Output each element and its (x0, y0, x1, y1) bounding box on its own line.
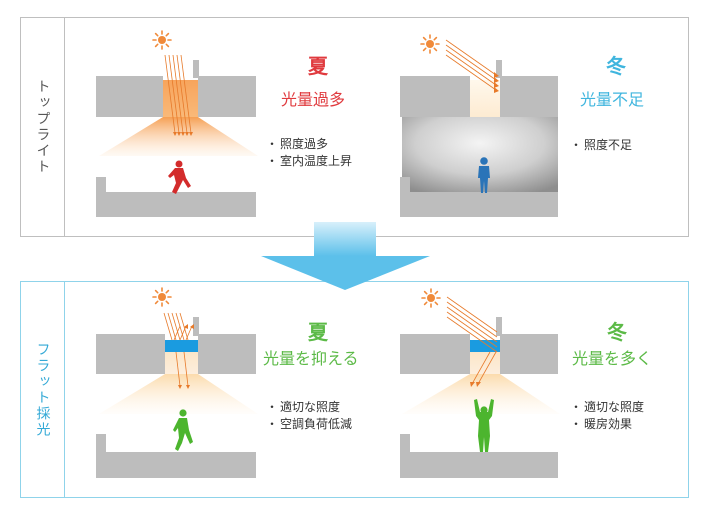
top-summer-note-1: ・照度過多 (266, 137, 329, 151)
transition-arrow (261, 222, 430, 290)
top-winter-subtitle: 光量不足 (580, 90, 645, 109)
bottom-panel-title: フラット採光 (34, 341, 51, 438)
bottom-summer-season-label: 夏 (308, 320, 328, 344)
top-summer-subtitle: 光量過多 (281, 90, 346, 109)
top-winter-person-icon (478, 157, 490, 193)
bottom-winter-note-1: ・適切な照度 (570, 400, 645, 414)
top-winter-sun-icon (420, 34, 440, 54)
bottom-summer-note-1: ・適切な照度 (266, 400, 341, 414)
bottom-winter-note-2: ・暖房効果 (570, 417, 633, 431)
top-winter-note-1: ・照度不足 (570, 138, 633, 152)
bottom-winter-person-icon (474, 399, 494, 452)
top-winter-building (400, 34, 558, 217)
bottom-winter-season-label: 冬 (607, 320, 627, 344)
bottom-summer-sun-icon (152, 287, 172, 307)
top-summer-note-2: ・室内温度上昇 (266, 154, 353, 168)
top-summer-building (96, 30, 258, 217)
top-summer-sun-icon (152, 30, 172, 50)
bottom-summer-subtitle: 光量を抑える (263, 349, 359, 368)
bottom-summer-building (96, 287, 258, 478)
bottom-winter-subtitle: 光量を多く (572, 349, 653, 368)
bottom-winter-sun-icon (421, 288, 441, 308)
top-summer-sun-rays (164, 54, 192, 134)
bottom-summer-note-2: ・空調負荷低減 (266, 417, 353, 431)
top-winter-season-label: 冬 (606, 54, 626, 78)
top-panel-side-label: トップライト (21, 18, 65, 236)
bottom-summer-flat-panel (165, 340, 198, 352)
bottom-summer-person-icon (173, 409, 193, 451)
top-summer-person-icon (168, 160, 191, 194)
bottom-winter-building (400, 288, 560, 478)
bottom-panel-side-label: フラット採光 (21, 282, 65, 497)
top-panel-title: トップライト (34, 79, 51, 175)
top-summer-season-label: 夏 (308, 54, 328, 78)
